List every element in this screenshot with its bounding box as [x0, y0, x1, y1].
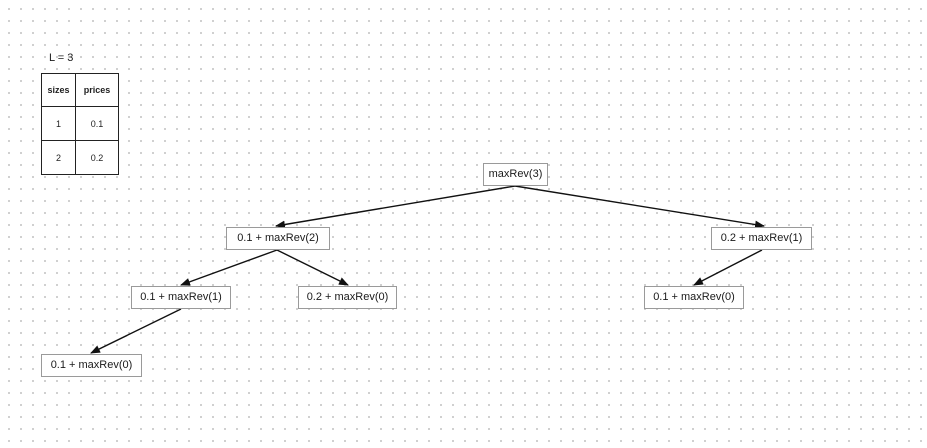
tree-node: 0.2 + maxRev(1) [711, 227, 812, 250]
size-cell: 2 [41, 140, 76, 175]
price-cell: 0.1 [75, 106, 119, 141]
edge-root-to-b [514, 185, 765, 229]
rod-length-label: L = 3 [49, 52, 74, 64]
tree-node: 0.1 + maxRev(2) [226, 227, 330, 250]
edge-c-to-f [90, 308, 182, 354]
size-price-table: sizes prices 1 0.1 2 0.2 [41, 73, 119, 175]
table-row: 2 0.2 [41, 140, 119, 175]
price-cell: 0.2 [75, 140, 119, 175]
tree-node: 0.1 + maxRev(0) [644, 286, 744, 309]
tree-node: 0.1 + maxRev(1) [131, 286, 231, 309]
tree-node: 0.1 + maxRev(0) [41, 354, 142, 377]
tree-node-root: maxRev(3) [483, 163, 548, 186]
tree-node: 0.2 + maxRev(0) [298, 286, 397, 309]
edge-root-to-a [275, 185, 516, 229]
edge-a-to-c [180, 249, 278, 286]
edge-b-to-e [693, 249, 763, 286]
table-row: 1 0.1 [41, 106, 119, 141]
edge-a-to-d [276, 249, 349, 286]
